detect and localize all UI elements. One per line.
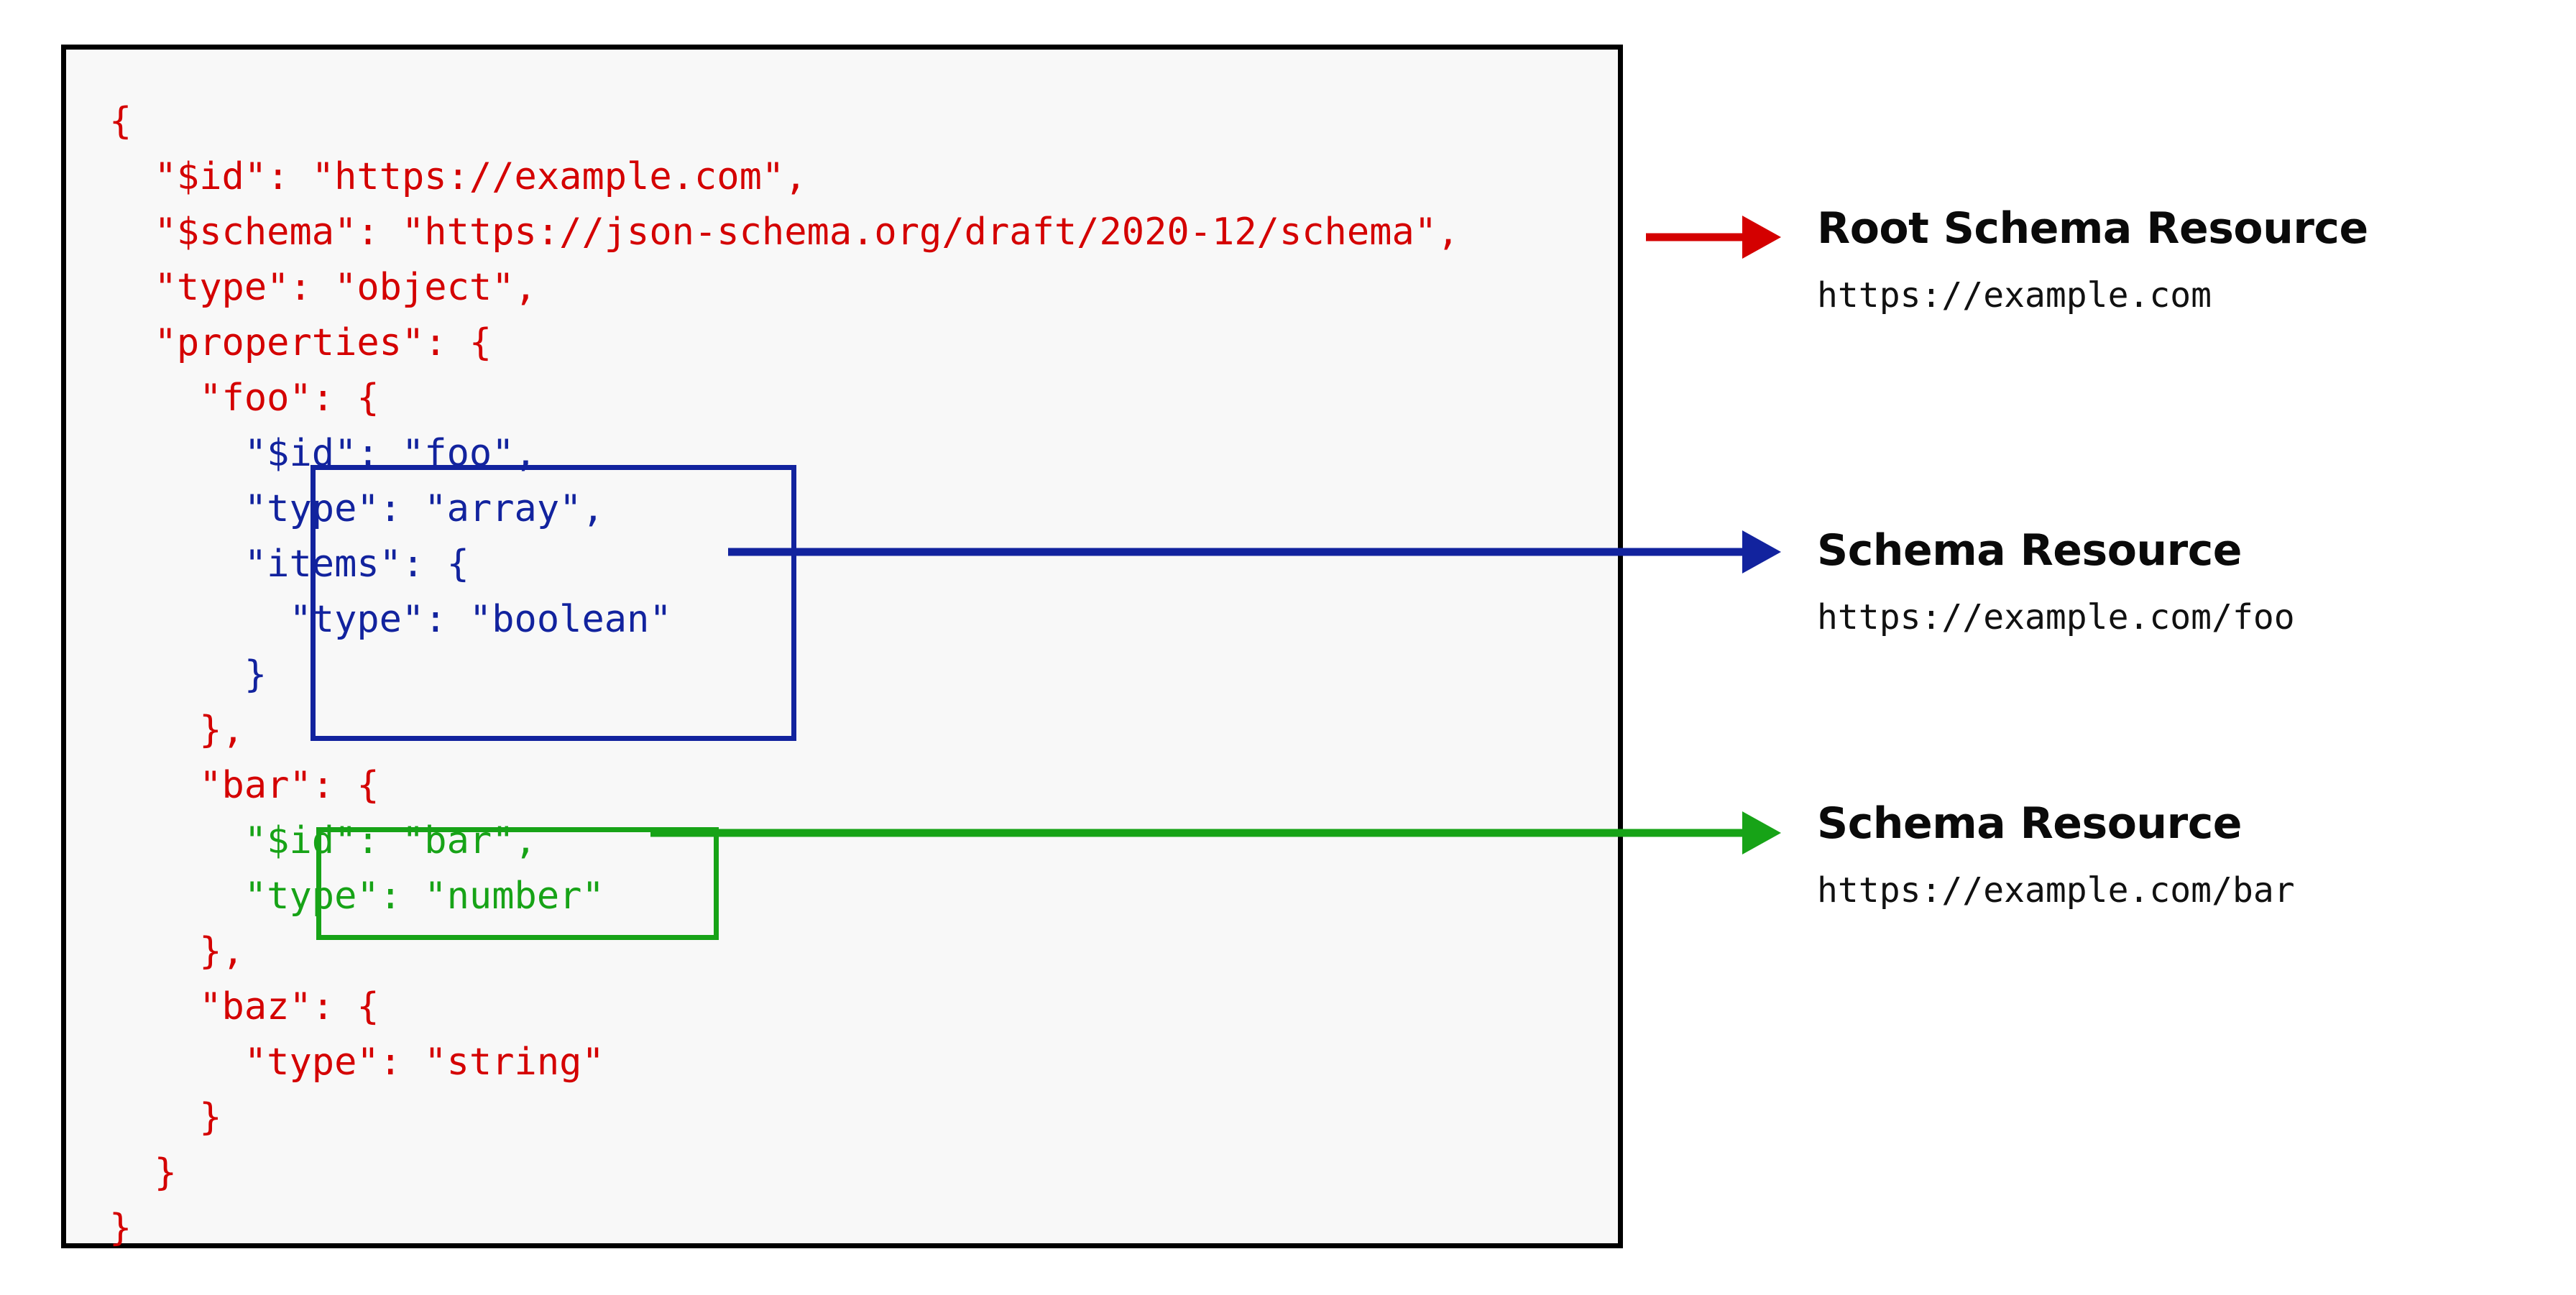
annotation-root-schema: Root Schema Resource https://example.com bbox=[1817, 205, 2368, 315]
annotation-foo-schema: Schema Resource https://example.com/foo bbox=[1817, 527, 2295, 637]
code-line: "foo": { bbox=[109, 377, 380, 420]
annotation-title: Schema Resource bbox=[1817, 798, 2242, 849]
code-line: }, bbox=[109, 709, 244, 752]
code-line: { bbox=[109, 100, 132, 143]
code-line: "properties": { bbox=[109, 321, 492, 364]
annotation-url: https://example.com bbox=[1817, 275, 2212, 315]
annotation-title: Schema Resource bbox=[1817, 525, 2242, 576]
code-line: "type": "string" bbox=[109, 1041, 604, 1084]
arrow-root-schema bbox=[1646, 216, 1781, 259]
annotation-url: https://example.com/foo bbox=[1817, 597, 2295, 637]
code-line: "items": { bbox=[109, 543, 469, 586]
code-line: } bbox=[109, 653, 267, 696]
code-line: "$id": "https://example.com", bbox=[109, 155, 807, 198]
code-line: "bar": { bbox=[109, 764, 380, 807]
code-line: "$schema": "https://json-schema.org/draf… bbox=[109, 211, 1460, 254]
code-line: }, bbox=[109, 930, 244, 973]
annotation-title: Root Schema Resource bbox=[1817, 203, 2368, 254]
code-line: "type": "array", bbox=[109, 487, 604, 530]
code-line: "$id": "bar", bbox=[109, 819, 537, 862]
code-line: "baz": { bbox=[109, 985, 380, 1028]
json-code-panel: { "$id": "https://example.com", "$schema… bbox=[61, 45, 1623, 1250]
code-line: } bbox=[109, 1096, 222, 1139]
json-code-block: { "$id": "https://example.com", "$schema… bbox=[109, 94, 1459, 1256]
code-line: "type": "number" bbox=[109, 875, 604, 918]
code-line: } bbox=[109, 1207, 132, 1250]
annotation-bar-schema: Schema Resource https://example.com/bar bbox=[1817, 800, 2295, 911]
annotation-url: https://example.com/bar bbox=[1817, 870, 2295, 911]
code-line: "$id": "foo", bbox=[109, 432, 537, 475]
code-line: "type": "object", bbox=[109, 266, 537, 309]
code-line: } bbox=[109, 1151, 177, 1194]
code-line: "type": "boolean" bbox=[109, 598, 672, 641]
